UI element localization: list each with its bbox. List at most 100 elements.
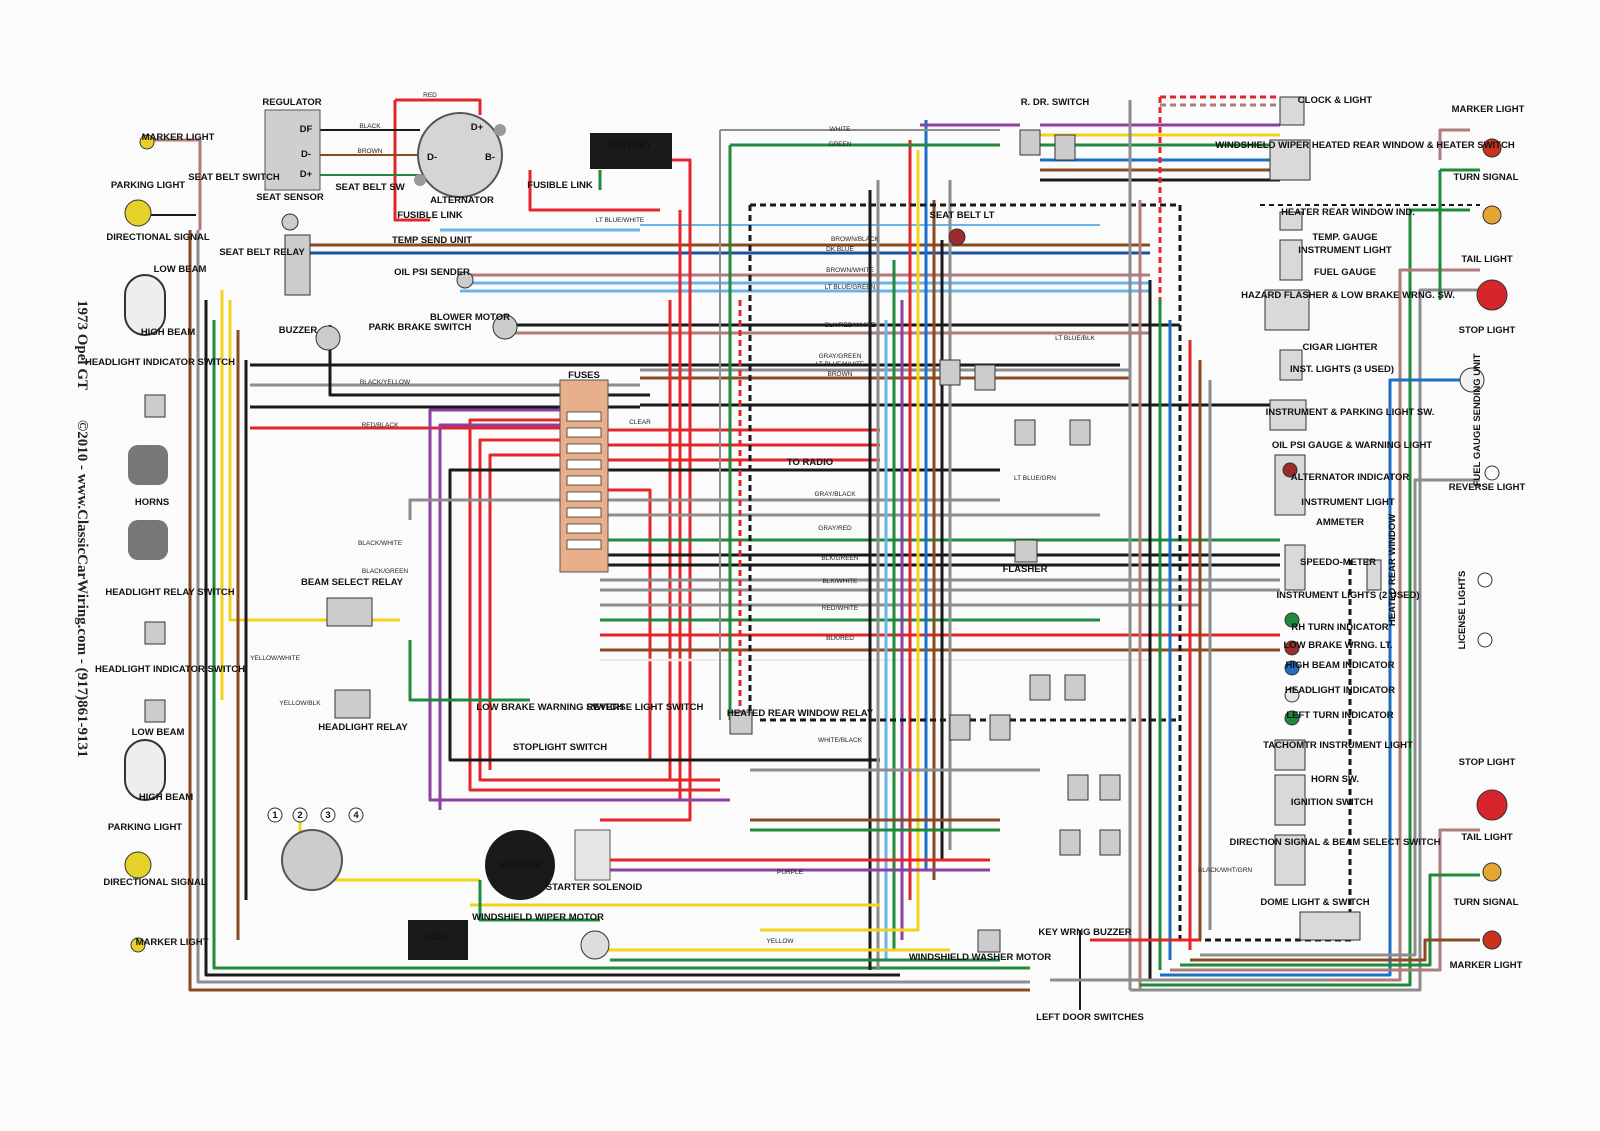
label-instrument-parking-light-sw: INSTRUMENT & PARKING LIGHT SW. — [1266, 407, 1435, 418]
label-marker-light-rf: MARKER LIGHT — [136, 937, 209, 948]
wire-label: YELLOW — [766, 938, 794, 945]
wire-label: BLACK — [359, 123, 381, 130]
label-low-brake-warning-switch: LOW BRAKE WARNING SWITCH — [476, 702, 623, 713]
label-fusible-link-1: FUSIBLE LINK — [527, 180, 593, 191]
label-coil: COIL — [427, 932, 450, 943]
wire-labels: BLACK BROWN RED WHITE GREEN LT BLUE/WHITE BROW… — [250, 92, 1252, 945]
ignition-terminal-2: 2 — [297, 810, 302, 821]
label-directional-signal-switch: DIRECTION SIGNAL & BEAM SELECT SWITCH — [1230, 837, 1441, 848]
component-labels: MARKER LIGHT PARKING LIGHT DIRECTIONAL SIG… — [85, 95, 1525, 1023]
wire-label: GRAY/GREEN — [819, 353, 862, 360]
label-starter: STARTER — [498, 860, 542, 871]
label-directional-signal-lf: DIRECTIONAL SIGNAL — [106, 232, 209, 243]
wire-label: YELLOW/BLK — [279, 700, 321, 707]
label-seat-belt-lt: SEAT BELT LT — [930, 210, 995, 221]
label-temp-send-unit: TEMP SEND UNIT — [392, 235, 472, 246]
label-tachometer: TACHOMTR INSTRUMENT LIGHT — [1263, 740, 1413, 751]
label-tail-light-lr: TAIL LIGHT — [1461, 832, 1513, 843]
terminal-label: B- — [485, 152, 495, 163]
label-oil-psi-gauge: OIL PSI GAUGE & WARNING LIGHT — [1272, 440, 1432, 451]
wire-label: CLEAR — [629, 419, 651, 426]
wire-label: BROWN — [828, 371, 853, 378]
wire-label: PURPLE — [777, 869, 804, 876]
label-tail-light-rr: TAIL LIGHT — [1461, 254, 1513, 265]
wire-label: LT BLUE/BLK — [1055, 335, 1096, 342]
label-high-beam-lf: HIGH BEAM — [141, 327, 195, 338]
label-windshield-washer-motor: WINDSHIELD WASHER MOTOR — [909, 952, 1051, 963]
label-heated-rear-window: HEATED REAR WINDOW — [1387, 514, 1398, 626]
label-starter-solenoid: STARTER SOLENOID — [546, 882, 643, 893]
terminal-label: D- — [301, 149, 311, 160]
diagram-subtitle: ©2010 - www.ClassicCarWiring.com - (917)… — [74, 420, 90, 758]
label-fusible-link-2: FUSIBLE LINK — [397, 210, 463, 221]
label-horn-sw: HORN SW. — [1311, 774, 1359, 785]
label-turn-signal-rr: TURN SIGNAL — [1454, 172, 1519, 183]
terminal-label: D- — [427, 152, 437, 163]
diagram-title: 1973 Opel GT — [74, 300, 90, 390]
label-headlight-indicator: HEADLIGHT INDICATOR — [1285, 685, 1395, 696]
label-cigar-lighter: CIGAR LIGHTER — [1303, 342, 1378, 353]
label-clock-light: CLOCK & LIGHT — [1298, 95, 1373, 106]
label-hazard-flasher: HAZARD FLASHER & LOW BRAKE WRNG. SW. — [1241, 290, 1455, 301]
wire-label: WHITE — [830, 126, 852, 133]
wire-label: BLK/WHITE — [822, 578, 858, 585]
label-reverse-light-switch: REVERSE LIGHT SWITCH — [587, 702, 704, 713]
wire-label: LT BLUE/WHITE — [596, 217, 645, 224]
wire-label: BLK/GREEN — [821, 555, 859, 562]
label-alternator: ALTERNATOR — [430, 195, 494, 206]
label-blower-motor: BLOWER MOTOR — [430, 312, 510, 323]
label-parking-light-rf: PARKING LIGHT — [108, 822, 182, 833]
wire-label: YELLOW/WHITE — [250, 655, 301, 662]
wire-label: RED — [423, 92, 437, 99]
label-ignition-switch: IGNITION SWITCH — [1291, 797, 1373, 808]
wire-label: BROWN/BLACK — [831, 236, 880, 243]
label-to-radio: TO RADIO — [787, 457, 833, 468]
label-seat-sensor: SEAT SENSOR — [256, 192, 324, 203]
label-turn-signal-lr: TURN SIGNAL — [1454, 897, 1519, 908]
label-stoplight-switch: STOPLIGHT SWITCH — [513, 742, 607, 753]
terminal-label: D+ — [471, 122, 484, 133]
label-beam-select-relay: BEAM SELECT RELAY — [301, 577, 404, 588]
label-seat-belt-switch: SEAT BELT SWITCH — [188, 172, 280, 183]
label-seat-belt-relay: SEAT BELT RELAY — [219, 247, 305, 258]
wire-label: BROWN — [358, 148, 383, 155]
label-parking-light-lf: PARKING LIGHT — [111, 180, 185, 191]
label-windshield-wiper-motor: WINDSHIELD WIPER MOTOR — [472, 912, 604, 923]
wire-label: BLACK/WHT/GRN — [1198, 867, 1252, 874]
label-instrument-light-1: INSTRUMENT LIGHT — [1298, 245, 1392, 256]
label-key-wrng-buzzer: KEY WRNG BUZZER — [1038, 927, 1131, 938]
label-ammeter: AMMETER — [1316, 517, 1364, 528]
label-low-brake-wrng-lt: LOW BRAKE WRNG. LT. — [1283, 640, 1392, 651]
label-fuses: FUSES — [568, 370, 600, 381]
wire-label: WHITE/BLACK — [818, 737, 863, 744]
label-fuel-gauge: FUEL GAUGE — [1314, 267, 1376, 278]
label-marker-light-lf: MARKER LIGHT — [142, 132, 215, 143]
label-heater-rear-window-ind: HEATER REAR WINDOW IND. — [1281, 207, 1415, 218]
terminal-label: D+ — [300, 169, 313, 180]
components — [124, 96, 1508, 960]
wire-label: LT BLUE/WHITE — [816, 361, 865, 368]
wire-label: BLK/RED/WHITE — [825, 322, 876, 329]
label-park-brake-switch: PARK BRAKE SWITCH — [369, 322, 472, 333]
label-horns: HORNS — [135, 497, 169, 508]
wire-label: GREEN — [828, 141, 851, 148]
wire-label: RED/WHITE — [822, 605, 859, 612]
label-heated-rear-window-relay: HEATED REAR WINDOW RELAY — [727, 708, 874, 719]
label-buzzer: BUZZER — [279, 325, 318, 336]
label-low-beam-rf: LOW BEAM — [132, 727, 185, 738]
wire-label: LT BLUE/GRN — [1014, 475, 1056, 482]
label-alternator-indicator: ALTERNATOR INDICATOR — [1291, 472, 1410, 483]
label-wiper-heater-switch: WINDSHIELD WIPER HEATED REAR WINDOW & HE… — [1215, 140, 1515, 151]
wire-label: BLK/RED — [826, 635, 854, 642]
label-marker-light-rr: MARKER LIGHT — [1452, 104, 1525, 115]
wire-label: DK BLUE — [826, 246, 854, 253]
label-rh-turn-indicator: RH TURN INDICATOR — [1291, 622, 1388, 633]
terminal-label: DF — [300, 124, 313, 135]
label-fuel-gauge-sending-unit: FUEL GAUGE SENDING UNIT — [1472, 353, 1483, 486]
wire-label: BLACK/WHITE — [358, 540, 403, 547]
label-high-beam-rf: HIGH BEAM — [139, 792, 193, 803]
wire-label: RED/BLACK — [362, 422, 400, 429]
label-regulator: REGULATOR — [262, 97, 321, 108]
label-flasher: FLASHER — [1003, 564, 1048, 575]
